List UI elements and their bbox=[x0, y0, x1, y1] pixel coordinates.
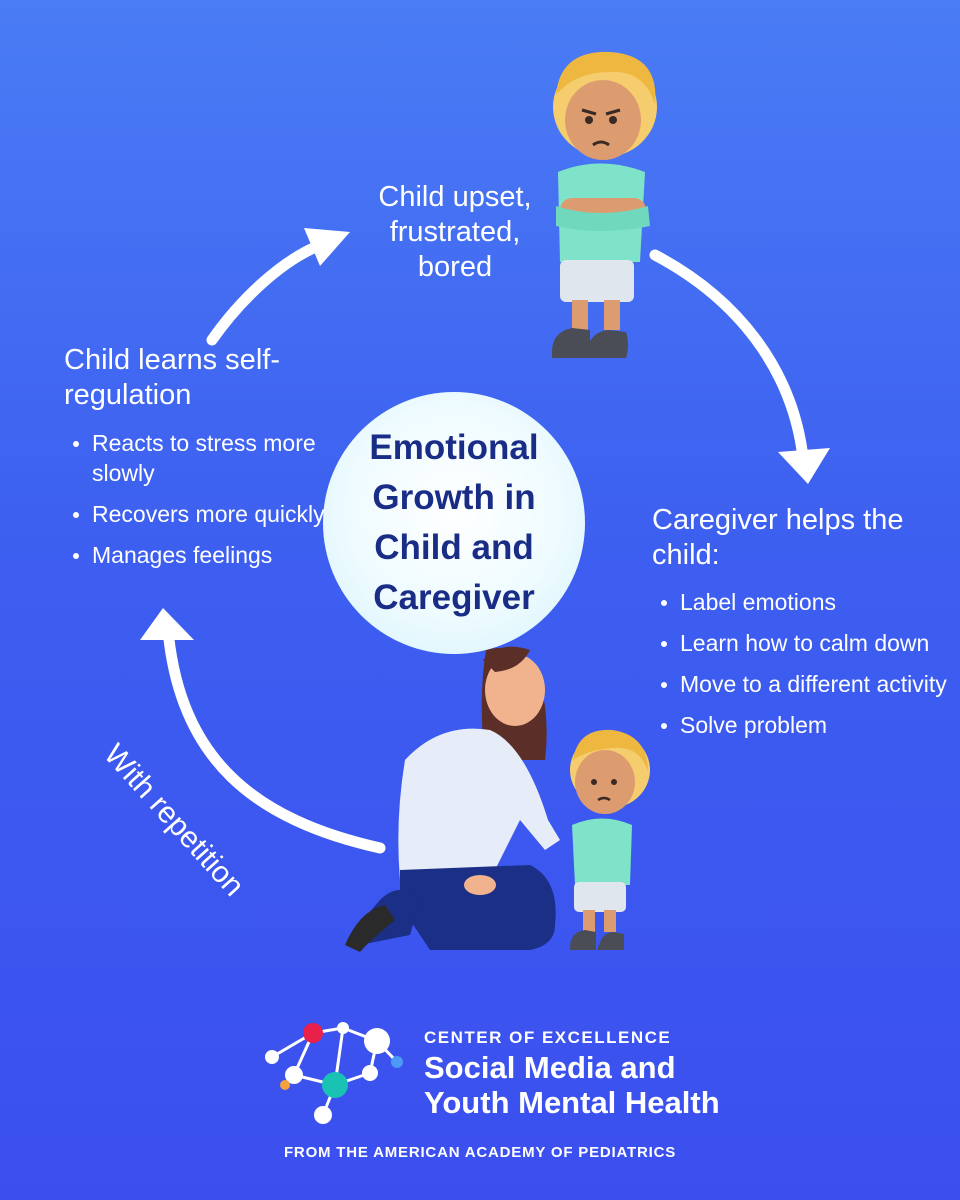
list-item: Move to a different activity bbox=[652, 669, 952, 699]
list-item: Recovers more quickly bbox=[64, 499, 344, 529]
center-circle: Emotional Growth in Child and Caregiver bbox=[323, 392, 585, 654]
list-item: Label emotions bbox=[652, 587, 952, 617]
logo-line2: Social Media and bbox=[424, 1050, 676, 1085]
arrow-with-repetition bbox=[162, 624, 386, 854]
network-logo-icon bbox=[265, 1022, 403, 1124]
step-caregiver-title: Caregiver helps the child: bbox=[652, 504, 904, 571]
center-title: Emotional Growth in Child and Caregiver bbox=[369, 428, 539, 617]
step-upset-title: Child upset, frustrated, bored bbox=[378, 181, 532, 283]
step-self-regulation-title: Child learns self-regulation bbox=[64, 344, 280, 411]
list-item: Solve problem bbox=[652, 710, 952, 740]
caregiver-help-list: Label emotions Learn how to calm down Mo… bbox=[652, 587, 952, 751]
logo: CENTER OF EXCELLENCE Social Media and Yo… bbox=[424, 1026, 724, 1120]
list-item: Learn how to calm down bbox=[652, 628, 952, 658]
logo-line3: Youth Mental Health bbox=[424, 1085, 720, 1120]
arrow-head-right bbox=[778, 448, 830, 484]
arrow-head-top bbox=[304, 228, 350, 266]
list-item: Reacts to stress more slowly bbox=[64, 428, 344, 488]
comforted-child-icon bbox=[570, 729, 650, 950]
upset-child-icon bbox=[552, 51, 657, 358]
list-item: Manages feelings bbox=[64, 540, 344, 570]
logo-line1: CENTER OF EXCELLENCE bbox=[424, 1028, 672, 1047]
arrow-head-left bbox=[140, 608, 194, 640]
self-regulation-list: Reacts to stress more slowly Recovers mo… bbox=[64, 428, 344, 581]
arrow-to-upset bbox=[206, 240, 324, 346]
arrow-to-caregiver bbox=[649, 249, 808, 456]
footer-text: FROM THE AMERICAN ACADEMY OF PEDIATRICS bbox=[283, 1144, 677, 1161]
caregiver-icon bbox=[345, 646, 560, 952]
